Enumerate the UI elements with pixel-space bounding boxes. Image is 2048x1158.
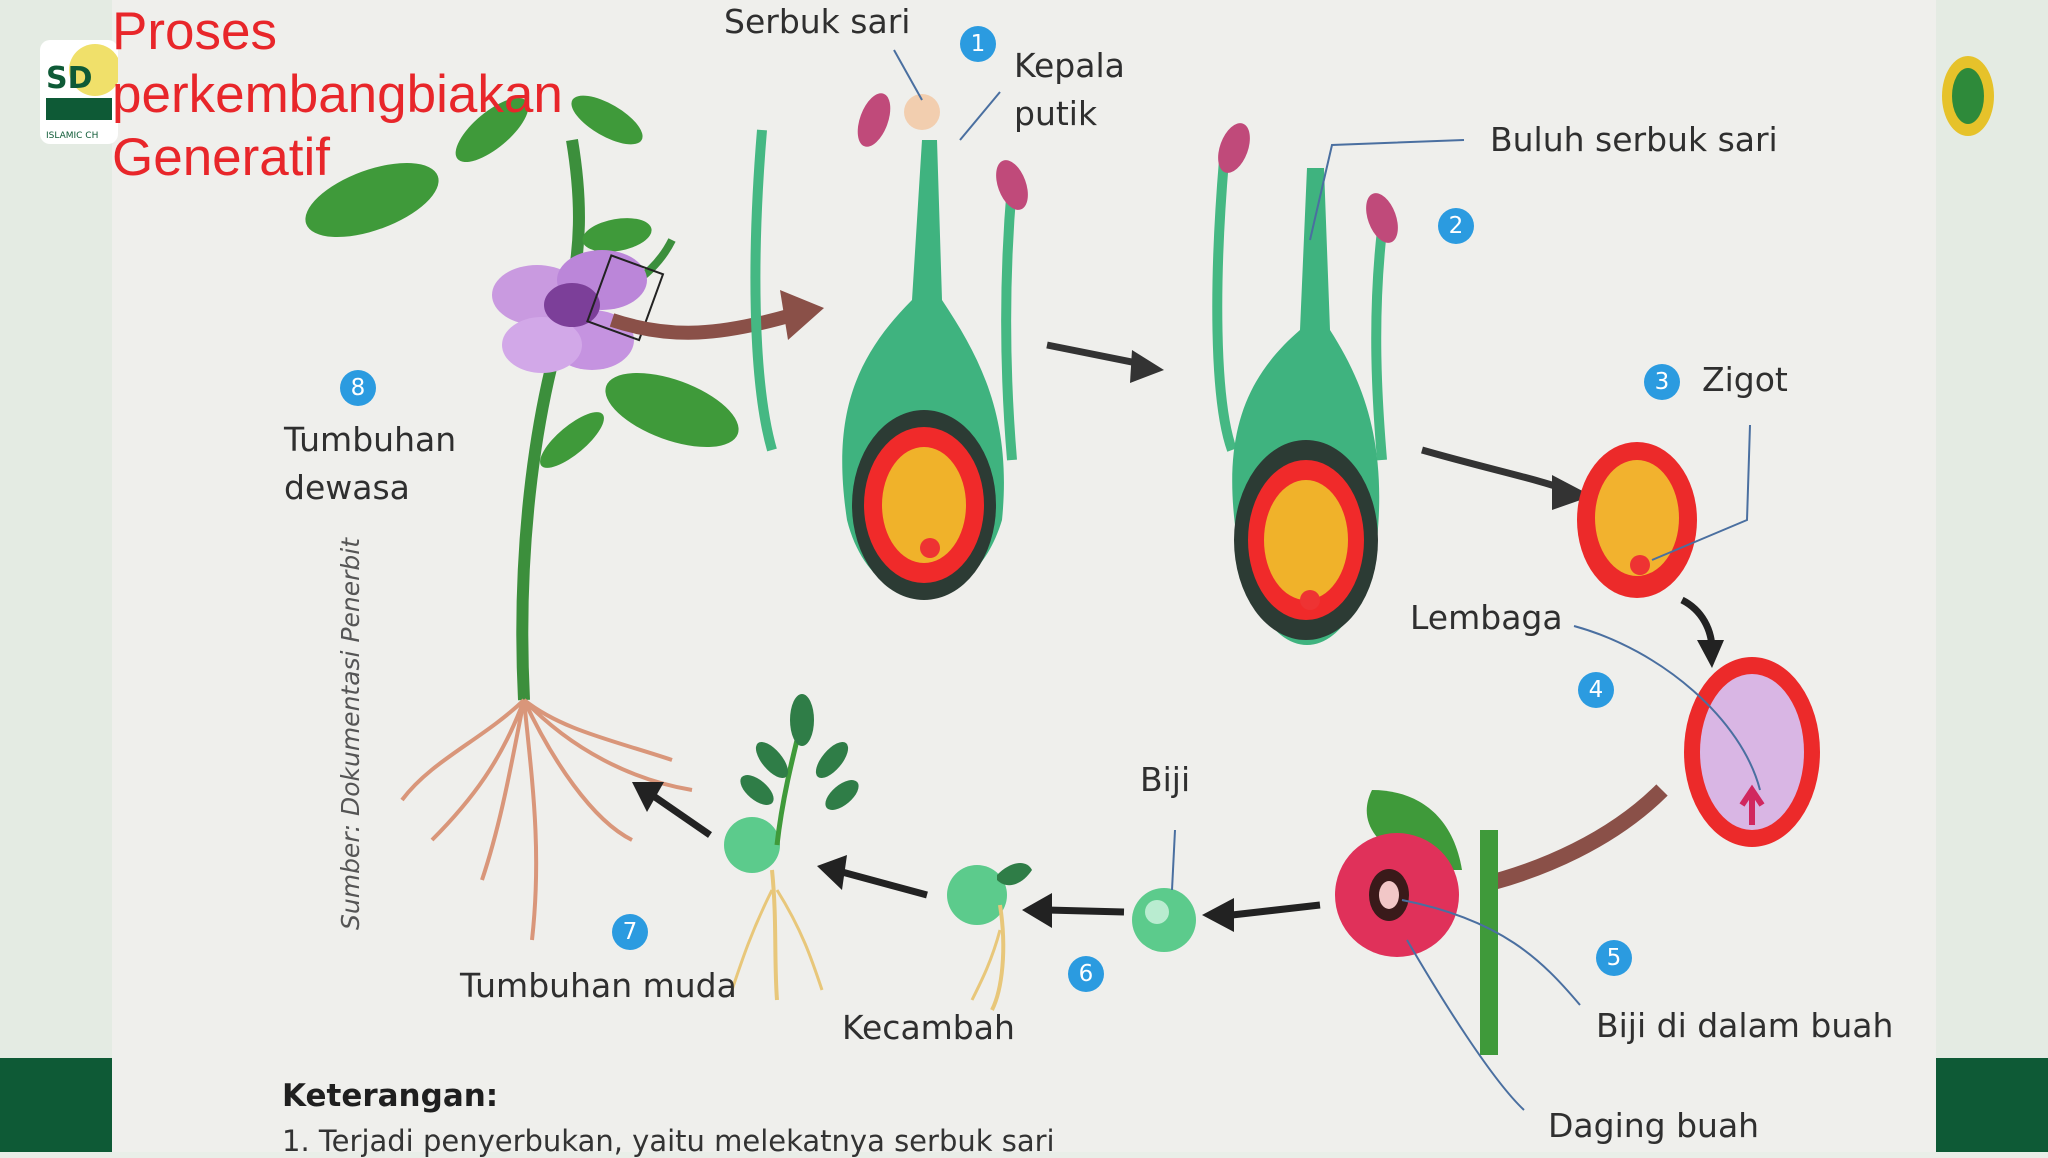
label-biji: Biji (1140, 760, 1191, 799)
svg-text:ISLAMIC CH: ISLAMIC CH (46, 131, 98, 141)
label-serbuk-sari: Serbuk sari (724, 2, 911, 41)
step-badge-8: 8 (340, 370, 376, 406)
left-background-panel (0, 0, 112, 1152)
textbook-photo: Serbuk sari Kepala putik Buluh serbuk sa… (112, 0, 1936, 1152)
legend-title: Keterangan: (282, 1078, 499, 1114)
label-daging-buah: Daging buah (1548, 1106, 1760, 1145)
pistil-stage-1 (750, 93, 1028, 600)
step-badge-7: 7 (612, 914, 648, 950)
mascot-logo (1942, 56, 1994, 136)
seed-illustration (1132, 888, 1196, 952)
label-kepala-putik-line2: putik (1014, 94, 1098, 133)
label-tumbuhan-dewasa-line2: dewasa (284, 468, 410, 507)
label-leader-lines (893, 49, 1761, 1111)
label-biji-di-dalam-buah: Biji di dalam buah (1596, 1006, 1894, 1045)
step-badge-5: 5 (1596, 940, 1632, 976)
label-tumbuhan-muda: Tumbuhan muda (460, 966, 737, 1005)
label-lembaga: Lembaga (1410, 598, 1563, 637)
young-plant-illustration (724, 694, 859, 1001)
life-cycle-diagram (305, 49, 1820, 1111)
step-badge-2: 2 (1438, 208, 1474, 244)
right-background-panel (1936, 0, 2048, 1152)
school-logo: SD ISLAMIC CH (40, 40, 118, 144)
fruit-illustration (1335, 790, 1498, 1055)
page-title: Proses perkembangbiakan Generatif (112, 2, 563, 187)
legend-line-1: 1. Terjadi penyerbukan, yaitu melekatnya… (282, 1124, 1055, 1158)
label-buluh-serbuk-sari: Buluh serbuk sari (1490, 120, 1778, 159)
step-badge-4: 4 (1578, 672, 1614, 708)
pistil-stage-2 (1212, 123, 1398, 645)
sprout-illustration (947, 863, 1032, 1011)
zygote-illustration (1577, 442, 1697, 598)
label-tumbuhan-dewasa-line1: Tumbuhan (284, 420, 457, 459)
label-zigot: Zigot (1702, 360, 1788, 399)
label-kepala-putik-line1: Kepala (1014, 46, 1125, 85)
svg-text:SD: SD (46, 61, 93, 96)
label-kecambah: Kecambah (842, 1008, 1015, 1047)
source-credit: Sumber: Dokumentasi Penerbit (336, 537, 365, 930)
adult-plant-illustration (305, 95, 739, 941)
arrow-flower-to-pistil (609, 308, 794, 340)
step-badge-6: 6 (1068, 956, 1104, 992)
embryo-illustration (1684, 657, 1820, 847)
step-badge-1: 1 (960, 26, 996, 62)
step-badge-3: 3 (1644, 364, 1680, 400)
